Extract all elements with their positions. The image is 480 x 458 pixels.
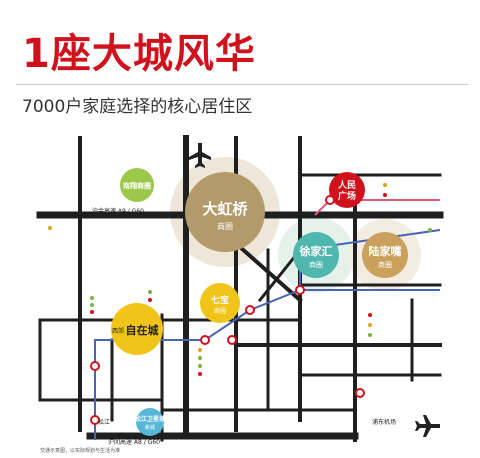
- hub-lujiazui-sub: 商圈: [378, 260, 392, 269]
- hub-zizaicheng-label: 自在城: [126, 323, 159, 337]
- hub-hongqiao-label: 大虹桥: [202, 200, 248, 218]
- hub-zizaicheng: [111, 303, 163, 355]
- hub-nanxiang: [120, 168, 154, 202]
- hub-peoples-square-label-2: 广场: [338, 190, 356, 202]
- airplane-icon-hongqiao: [189, 143, 211, 168]
- hub-hongqiao: [185, 172, 265, 252]
- road-label-a8: 沪闵高速 A8 / G60: [108, 438, 160, 446]
- hub-xujiahui-sub: 商圈: [309, 260, 323, 269]
- airplane-icon-pudong: [415, 415, 440, 437]
- hub-lujiazui: [362, 232, 408, 278]
- hub-hongqiao-sub: 商圈: [217, 221, 233, 231]
- metro-station-markers: [90, 195, 365, 425]
- page-subtitle: 7000户家庭选择的核心居住区: [22, 97, 253, 117]
- hub-xujiahui: [293, 232, 339, 278]
- place-songjiang: 松江: [98, 418, 110, 426]
- hub-songjiang-sub: 新城: [145, 424, 155, 431]
- hub-xujiahui-label: 徐家汇: [299, 244, 333, 258]
- map-footnote: 交通示意图，以实际规划与生活为准: [40, 447, 120, 454]
- hub-zizaicheng-prefix: 西郊: [112, 327, 124, 335]
- page-title: 1座大城风华: [22, 31, 256, 77]
- road-label-a9: 沪金高速 A9 / G60: [92, 207, 144, 215]
- hub-qibao-label: 七宝: [211, 294, 229, 306]
- hub-qibao: [200, 283, 240, 323]
- hub-lujiazui-label: 陆家嘴: [369, 244, 402, 258]
- place-pudong-airport: 浦东机场: [372, 418, 396, 426]
- hub-nanxiang-label: 南翔商圈: [123, 181, 151, 190]
- hub-peoples-square-label-1: 人民: [337, 179, 356, 191]
- hub-songjiang-label: 松江卫星城: [135, 415, 165, 423]
- hub-qibao-sub: 商圈: [214, 307, 226, 315]
- hub-songjiang: [136, 408, 164, 436]
- hub-peoples-square: [329, 172, 365, 208]
- title-divider: [16, 84, 468, 85]
- poi-dots: [48, 183, 432, 376]
